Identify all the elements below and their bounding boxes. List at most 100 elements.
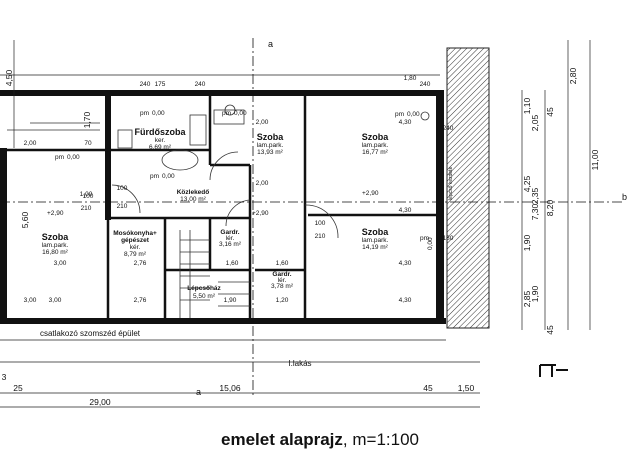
- fixtures: [7, 104, 430, 318]
- svg-text:0,00: 0,00: [162, 173, 175, 180]
- room-name-szoba-w: Szoba: [42, 232, 69, 242]
- svg-text:3: 3: [2, 372, 7, 382]
- left-dimension-labels: 4,50 1,70 5,60: [4, 69, 92, 228]
- svg-text:210: 210: [315, 233, 326, 240]
- axis-lines: [0, 38, 625, 395]
- svg-text:0,00: 0,00: [152, 110, 165, 117]
- svg-text:1,90: 1,90: [522, 234, 532, 251]
- svg-text:pm: pm: [395, 111, 404, 118]
- svg-text:4,30: 4,30: [399, 297, 412, 304]
- svg-text:pm: pm: [140, 110, 149, 117]
- room-labels: Fürdőszoba ker. 6,69 m² Szoba lam.park. …: [42, 127, 390, 300]
- svg-text:pm: pm: [420, 235, 429, 242]
- svg-text:2,00: 2,00: [256, 119, 269, 126]
- svg-text:25: 25: [13, 383, 23, 393]
- room-name-gardr1: Gardr.: [220, 229, 239, 236]
- room-name-szoba-ne: Szoba: [362, 132, 389, 142]
- svg-text:1,10: 1,10: [522, 97, 532, 114]
- door-dimensions: 100 100 210 100 210: [83, 185, 326, 240]
- right-dimension-labels: 1,10 2,05 45 4,25 2,35 7,30 1,90 2,85 1,…: [522, 67, 600, 334]
- svg-text:0,00: 0,00: [234, 110, 247, 117]
- section-arrow-symbol: [539, 364, 568, 377]
- caption-title: emelet alaprajz: [221, 430, 343, 449]
- svg-text:70: 70: [84, 140, 92, 147]
- svg-text:45: 45: [545, 107, 555, 117]
- svg-text:2,05: 2,05: [530, 114, 540, 131]
- room-floor-gardr1: lér.: [226, 235, 235, 242]
- neighbor-building-label: csatlakozó szomszéd épület: [40, 329, 141, 338]
- bottom-dimension-labels: 25 15,06 45 1,50 29,00 3: [2, 372, 475, 407]
- room-floor-gardr2: lér.: [278, 277, 287, 284]
- svg-text:1,60: 1,60: [276, 260, 289, 267]
- room-area-gardr1: 3,16 m²: [219, 241, 242, 248]
- room-area-mosokonyha: 8,79 m²: [124, 251, 147, 258]
- room-area-lepcsohaz: 5,50 m²: [193, 293, 216, 300]
- svg-text:0,00: 0,00: [407, 111, 420, 118]
- room-area-szoba-ne: 16,77 m²: [362, 149, 388, 156]
- axis-label-b: b: [622, 192, 627, 202]
- top-dimensions: 240 175 240 1,80 240 240 180: [140, 75, 454, 242]
- svg-text:4,25: 4,25: [522, 175, 532, 192]
- room-name-lepcsohaz: Lépcsőház: [187, 285, 221, 292]
- room-area-kozlekedo: 13,00 m²: [180, 196, 206, 203]
- stair-note: lépcső kezdete: [448, 166, 454, 200]
- svg-text:pm: pm: [222, 110, 231, 117]
- room-floor-szoba-w: lam.park.: [42, 242, 69, 249]
- svg-text:1,80: 1,80: [404, 75, 417, 82]
- room-area-szoba-mid: 13,93 m²: [257, 149, 283, 156]
- svg-text:3,00: 3,00: [24, 297, 37, 304]
- svg-text:175: 175: [155, 81, 166, 88]
- svg-text:8,20: 8,20: [545, 199, 555, 216]
- svg-text:5,60: 5,60: [20, 211, 30, 228]
- svg-text:100: 100: [315, 220, 326, 227]
- axis-label-a-bottom: a: [196, 387, 201, 397]
- svg-text:1,90: 1,90: [224, 297, 237, 304]
- svg-text:1,90: 1,90: [530, 285, 540, 302]
- svg-text:3,00: 3,00: [54, 260, 67, 267]
- svg-text:180: 180: [443, 235, 454, 242]
- room-area-szoba-w: 16,80 m²: [42, 249, 68, 256]
- room-name2-mosokonyha: gépészet: [121, 237, 150, 244]
- svg-text:0,00: 0,00: [427, 237, 434, 250]
- svg-text:+2,90: +2,90: [47, 210, 64, 217]
- svg-text:1,70: 1,70: [82, 111, 92, 128]
- room-area-szoba-se: 14,19 m²: [362, 244, 388, 251]
- svg-text:2,76: 2,76: [134, 260, 147, 267]
- svg-text:210: 210: [117, 203, 128, 210]
- svg-text:100: 100: [117, 185, 128, 192]
- svg-text:4,50: 4,50: [4, 69, 14, 86]
- svg-text:240: 240: [195, 81, 206, 88]
- outer-walls: [0, 90, 446, 324]
- svg-text:+2,90: +2,90: [252, 210, 269, 217]
- svg-text:1,50: 1,50: [458, 383, 475, 393]
- svg-text:2,35: 2,35: [530, 187, 540, 204]
- room-floor-szoba-ne: lam.park.: [362, 142, 389, 149]
- room-area-gardr2: 3,78 m²: [271, 283, 294, 290]
- svg-text:1,60: 1,60: [226, 260, 239, 267]
- room-name-kozlekedo: Közlekedő: [177, 189, 210, 196]
- room-name-mosokonyha: Mosókonyha+: [113, 230, 157, 237]
- svg-text:0,00: 0,00: [67, 154, 80, 161]
- room-floor-szoba-se: lam.park.: [362, 237, 389, 244]
- room-floor-furdoszoba: ker.: [155, 137, 166, 144]
- svg-text:1,00: 1,00: [80, 191, 93, 198]
- svg-text:15,06: 15,06: [219, 383, 241, 393]
- room-floor-szoba-mid: lam.park.: [257, 142, 284, 149]
- svg-text:100: 100: [83, 193, 94, 200]
- caption-scale: , m=1:100: [342, 430, 419, 449]
- room-name-furdoszoba: Fürdőszoba: [135, 127, 187, 137]
- svg-text:7,30: 7,30: [530, 203, 540, 220]
- room-name-szoba-mid: Szoba: [257, 132, 284, 142]
- room-name-szoba-se: Szoba: [362, 227, 389, 237]
- svg-text:+2,90: +2,90: [362, 190, 379, 197]
- room-name-gardr2: Gardr.: [272, 271, 291, 278]
- room-area-furdoszoba: 6,69 m²: [149, 144, 172, 151]
- row-dimensions: 2,00 70 2,00 2,00 4,30 4,30 1,00 210 3,0…: [24, 119, 412, 304]
- svg-text:pm: pm: [55, 154, 64, 161]
- svg-text:2,80: 2,80: [568, 67, 578, 84]
- svg-text:4,30: 4,30: [399, 207, 412, 214]
- neighbor-hatch-right: [446, 47, 490, 329]
- svg-text:29,00: 29,00: [89, 397, 111, 407]
